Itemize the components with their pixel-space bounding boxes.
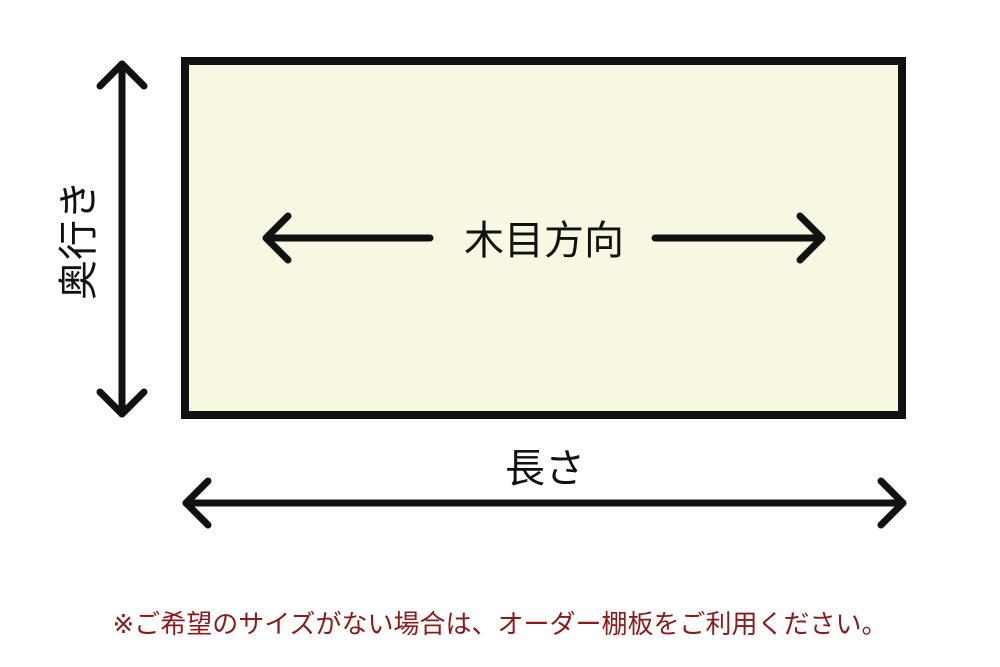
grain-arrow-right [651,212,826,264]
length-arrow [182,477,907,529]
grain-arrow-left [262,212,434,264]
grain-direction-label: 木目方向 [464,218,624,264]
custom-order-note: ※ご希望のサイズがない場合は、オーダー棚板をご利用ください。 [112,610,888,640]
depth-arrow [96,60,148,418]
length-label: 長さ [505,446,585,492]
depth-label: 奥行き [56,180,102,300]
